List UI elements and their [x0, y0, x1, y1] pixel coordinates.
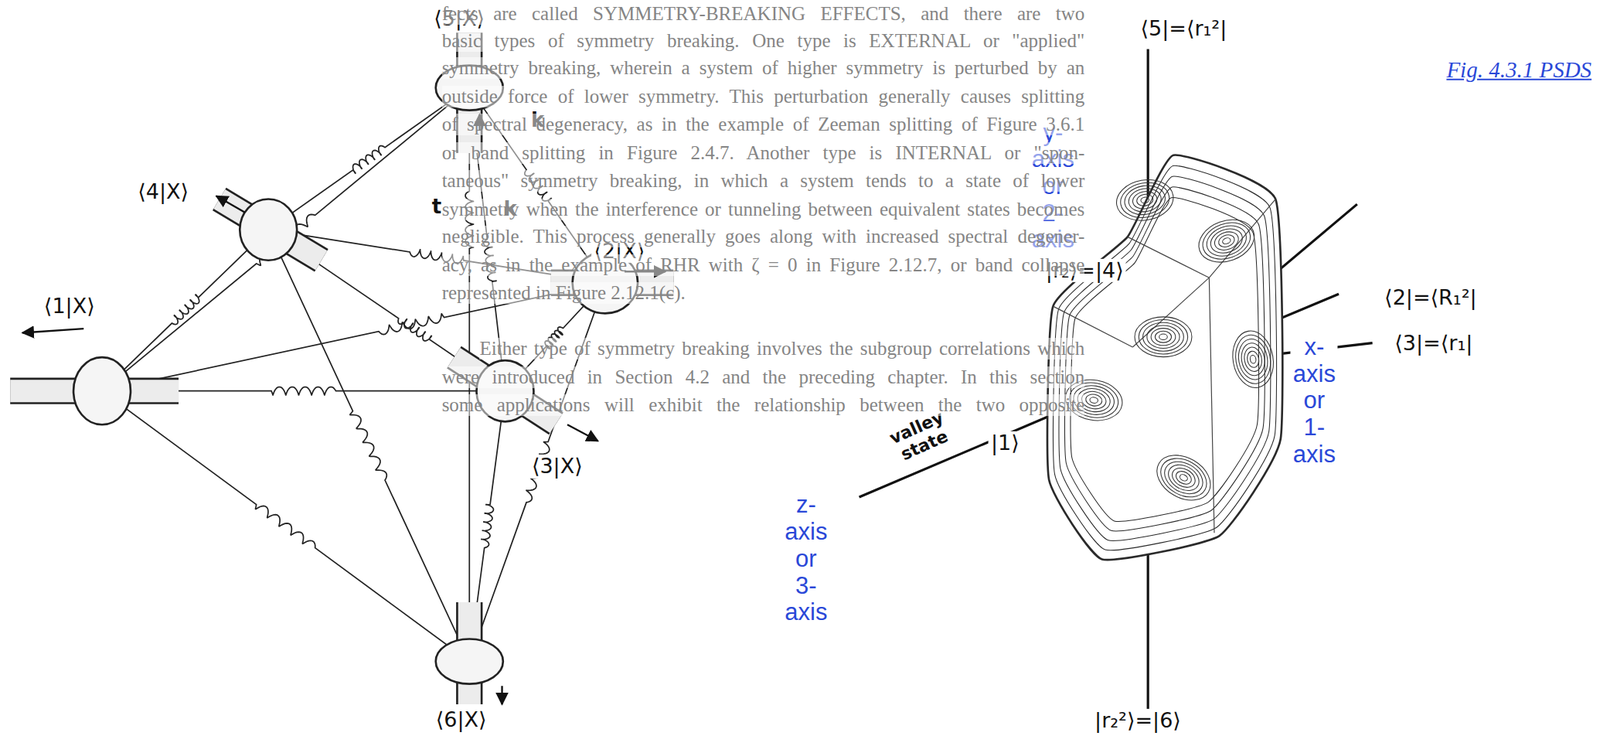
spring-line	[102, 391, 470, 662]
displacement-arrow	[22, 328, 84, 333]
contour-ring	[1174, 468, 1195, 487]
contour-ring	[1164, 459, 1204, 497]
body-text: some applications will exhibit the relat…	[442, 394, 1086, 416]
contour-ring	[1222, 236, 1232, 246]
atom-ellipse	[73, 357, 131, 425]
body-text: represented in Figure 2.12.1(c).	[442, 282, 686, 304]
contour-ring	[1154, 330, 1172, 343]
axis-note: x-axis or 1-axis	[1290, 333, 1338, 469]
body-text: outside force of lower symmetry. This pe…	[442, 85, 1086, 108]
contour-ring	[1159, 333, 1168, 340]
cube-edge	[1208, 277, 1215, 533]
displacement-arrow	[216, 196, 246, 213]
body-text: symmetry when the interference or tunnel…	[442, 198, 1086, 221]
body-text: acy, as in the example of RHR with ζ = 0…	[442, 254, 1086, 276]
coordinate-label: ⟨5|=⟨r₁²|	[1137, 17, 1229, 41]
axis-note: z-axis or 3-axis	[782, 492, 830, 627]
displacement-arrow	[500, 685, 503, 705]
contour-ring	[1085, 392, 1103, 407]
contour-ring	[1131, 189, 1159, 211]
cube-edge	[1132, 277, 1209, 348]
contour-ring	[1150, 328, 1176, 346]
coordinate-label: ⟨3|=⟨r₁|	[1392, 330, 1475, 355]
body-text: of spectral degeneracy, as in the exampl…	[442, 113, 1086, 136]
contour-ring	[1134, 316, 1192, 358]
contour-ring	[1242, 345, 1263, 373]
coordinate-label: |1⟩	[988, 431, 1022, 455]
coordinate-label: |r₂²⟩=|6⟩	[1092, 708, 1184, 732]
contour-ring	[1138, 320, 1188, 355]
contour-ring	[1192, 212, 1260, 270]
contour-ring	[1158, 455, 1209, 501]
contour-ring	[1211, 228, 1241, 254]
body-text: or band splitting in Figure 2.4.7. Anoth…	[442, 142, 1086, 164]
spring-line	[268, 229, 470, 661]
body-text: fects are called SYMMETRY-BREAKING EFFEC…	[442, 3, 1086, 25]
contour-ring	[1178, 473, 1189, 483]
contour-ring	[1122, 182, 1168, 218]
body-text: negligible. This process generally goes …	[442, 225, 1086, 248]
contour-ring	[1148, 445, 1219, 510]
contour-ring	[1235, 337, 1271, 382]
body-text: basic types of symmetry breaking. One ty…	[442, 30, 1086, 52]
contour-ring	[1228, 327, 1278, 392]
contour-ring	[1089, 396, 1099, 404]
contour-ring	[1113, 175, 1177, 225]
coordinate-label: ⟨4|X⟩	[135, 180, 191, 204]
body-text: were introduced in Section 4.2 and the p…	[442, 366, 1086, 389]
atom-ellipse	[435, 639, 504, 685]
cube-edge	[1127, 236, 1210, 278]
rod-body	[219, 199, 322, 261]
spring-line	[102, 88, 470, 392]
contour-ring	[1232, 332, 1275, 387]
contour-ring	[1168, 463, 1199, 491]
figure-link: Fig. 4.3.1 PSDS	[1443, 57, 1594, 82]
rod-outline	[219, 199, 322, 261]
contour-ring	[1197, 216, 1256, 266]
coordinate-label: ⟨1|X⟩	[41, 294, 98, 318]
contour-ring	[1136, 193, 1155, 208]
contour-ring	[1140, 196, 1150, 204]
body-text: Either type of symmetry breaking involve…	[479, 337, 1085, 360]
contour-shell	[1065, 187, 1266, 532]
spring-line	[102, 229, 269, 392]
coordinate-label: ⟨2|=⟨R₁²|	[1382, 285, 1479, 310]
coordinate-label: ⟨3|X⟩	[529, 454, 586, 478]
body-text: taneous" symmetry breaking, in which a s…	[442, 170, 1086, 192]
atom-ellipse	[239, 199, 297, 261]
contour-ring	[1117, 178, 1172, 222]
contour-shell	[1058, 176, 1271, 541]
contour-ring	[1143, 322, 1185, 351]
contour-shell	[1053, 165, 1277, 550]
body-text: symmetry breaking, wherein a system of h…	[442, 57, 1086, 79]
contour-ring	[1245, 350, 1260, 368]
contour-ring	[1147, 325, 1180, 349]
coordinate-label: ⟨6|X⟩	[433, 708, 490, 732]
contour-shell	[1070, 197, 1259, 521]
contour-ring	[1202, 220, 1251, 262]
spring-line	[268, 88, 470, 231]
contour-ring	[1249, 354, 1257, 365]
displacement-arrow	[567, 424, 599, 441]
contour-ring	[1207, 224, 1246, 258]
